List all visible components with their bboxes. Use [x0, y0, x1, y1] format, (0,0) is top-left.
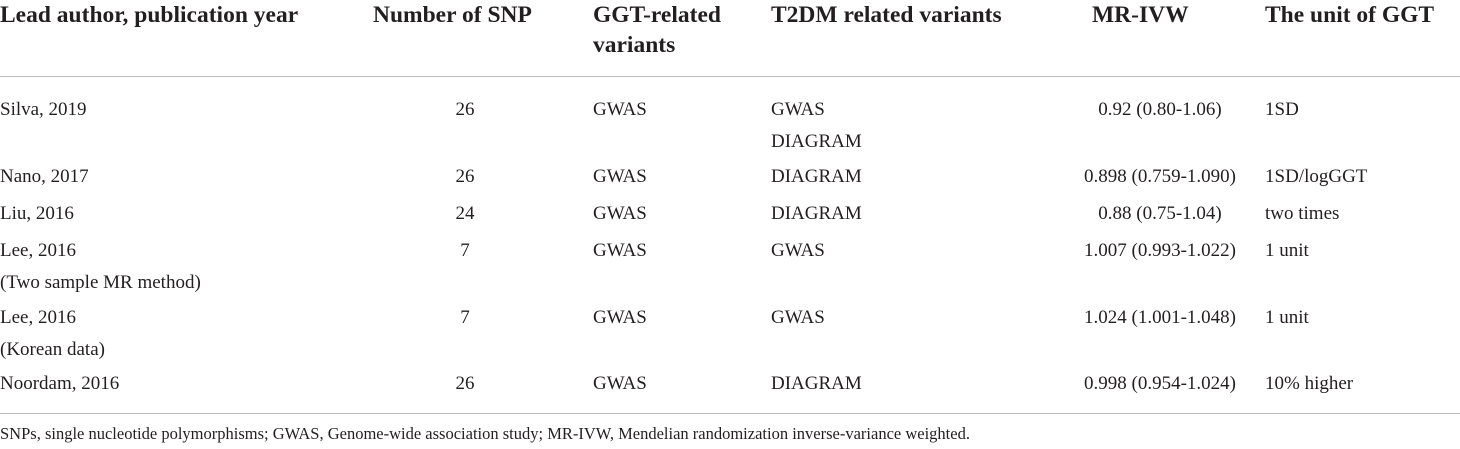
- cell-author: Lee, 2016: [0, 240, 76, 261]
- cell-author: Silva, 2019: [0, 99, 87, 120]
- cell-unit-of-ggt: two times: [1265, 203, 1340, 224]
- cell-mr-ivw: 0.898 (0.759-1.090): [1084, 166, 1236, 187]
- cell-author: Lee, 2016: [0, 307, 76, 328]
- cell-author: Nano, 2017: [0, 166, 89, 187]
- cell-author-note: (Korean data): [0, 339, 105, 360]
- cell-mr-ivw: 1.007 (0.993-1.022): [1084, 240, 1236, 261]
- cell-author-note: (Two sample MR method): [0, 272, 201, 293]
- cell-unit-of-ggt: 1SD/logGGT: [1265, 166, 1368, 187]
- cell-ggt-variants: GWAS: [593, 166, 647, 187]
- cell-t2dm-variants: GWAS: [771, 99, 825, 120]
- cell-mr-ivw: 0.92 (0.80-1.06): [1098, 99, 1222, 120]
- header-lead-author: Lead author, publication year: [0, 2, 299, 28]
- cell-author: Noordam, 2016: [0, 373, 120, 394]
- header-ggt-variants: GGT-related variants: [593, 2, 721, 58]
- cell-ggt-variants: GWAS: [593, 240, 647, 261]
- cell-snp-count: 26: [455, 373, 475, 394]
- bottom-divider: [0, 413, 1460, 414]
- table-header: Lead author, publication year Number of …: [0, 0, 1460, 76]
- header-mr-ivw: MR-IVW: [1092, 2, 1189, 28]
- cell-t2dm-variants: GWAS: [771, 240, 825, 261]
- cell-mr-ivw: 0.88 (0.75-1.04): [1098, 203, 1222, 224]
- cell-ggt-variants: GWAS: [593, 99, 647, 120]
- cell-author: Liu, 2016: [0, 203, 74, 224]
- cell-snp-count: 24: [455, 203, 475, 224]
- cell-unit-of-ggt: 1SD: [1265, 99, 1299, 120]
- cell-snp-count: 26: [455, 166, 475, 187]
- header-number-of-snp: Number of SNP: [373, 2, 532, 28]
- cell-ggt-variants: GWAS: [593, 203, 647, 224]
- cell-t2dm-variants: DIAGRAM: [771, 203, 862, 224]
- cell-snp-count: 7: [460, 240, 470, 261]
- header-t2dm-variants: T2DM related variants: [771, 2, 1002, 28]
- cell-snp-count: 7: [460, 307, 470, 328]
- cell-mr-ivw: 0.998 (0.954-1.024): [1084, 373, 1236, 394]
- cell-t2dm-variants: GWAS: [771, 307, 825, 328]
- cell-unit-of-ggt: 10% higher: [1265, 373, 1354, 394]
- cell-t2dm-variants: DIAGRAM: [771, 373, 862, 394]
- cell-t2dm-variants-second: DIAGRAM: [771, 131, 862, 152]
- header-unit-of-ggt: The unit of GGT: [1265, 2, 1435, 28]
- cell-snp-count: 26: [455, 99, 475, 120]
- cell-unit-of-ggt: 1 unit: [1265, 307, 1309, 328]
- header-divider: [0, 76, 1460, 77]
- table-footnote: SNPs, single nucleotide polymorphisms; G…: [0, 424, 970, 443]
- cell-unit-of-ggt: 1 unit: [1265, 240, 1309, 261]
- cell-ggt-variants: GWAS: [593, 307, 647, 328]
- cell-t2dm-variants: DIAGRAM: [771, 166, 862, 187]
- cell-mr-ivw: 1.024 (1.001-1.048): [1084, 307, 1236, 328]
- cell-ggt-variants: GWAS: [593, 373, 647, 394]
